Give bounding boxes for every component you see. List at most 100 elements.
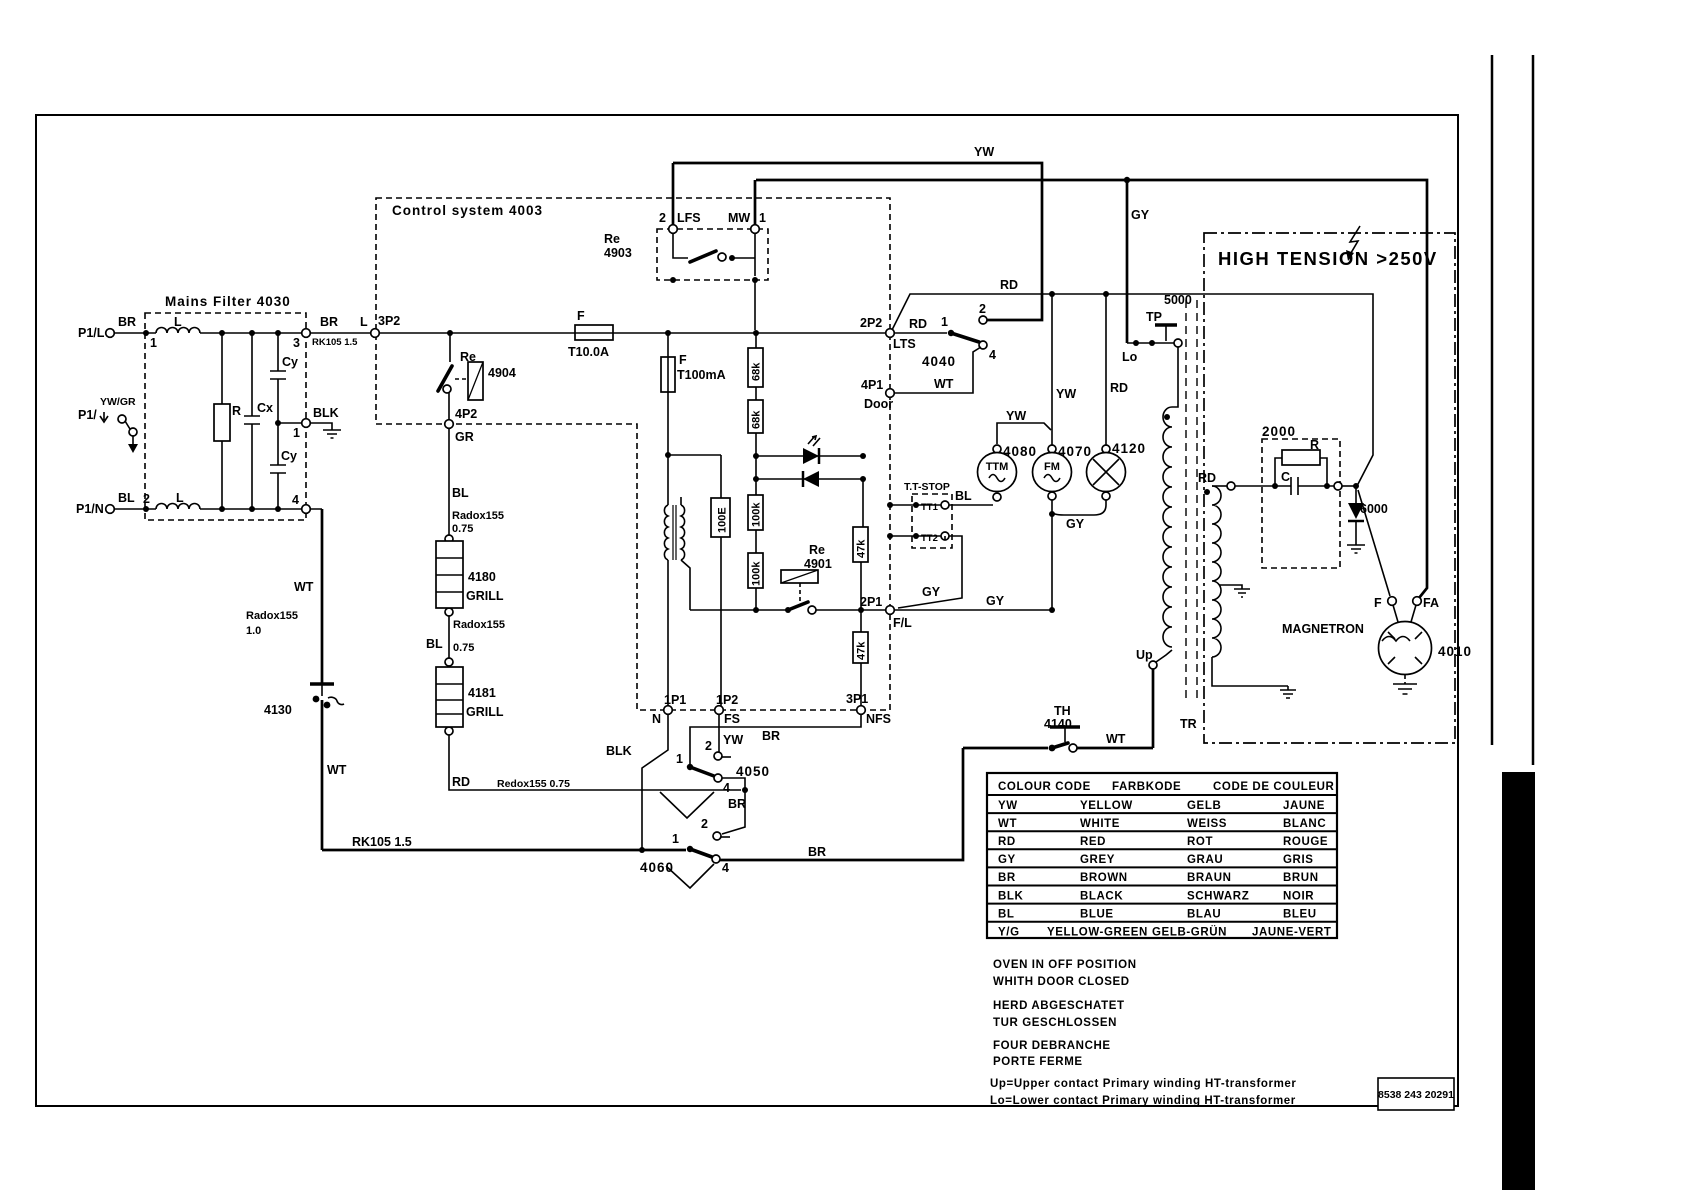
res-47k-1: 47k [856, 539, 868, 558]
color-table-cell: BROWN [1080, 872, 1128, 884]
diode6000-num: 6000 [1360, 502, 1388, 516]
conn-tt2: TT2 [921, 533, 938, 544]
wire-rd-lamp: RD [1110, 381, 1128, 395]
conn-2p1: 2P1 [860, 595, 882, 609]
pin-4-4050: 4 [723, 781, 730, 795]
tt-stop-title: T.T-STOP [904, 481, 950, 493]
wire-br-4050: BR [728, 797, 746, 811]
wire-wt-1: WT [294, 580, 314, 594]
wire-bl-grill2: BL [426, 637, 443, 651]
color-table-cell: YELLOW-GREEN [1047, 927, 1148, 939]
wire-blk: BLK [313, 406, 339, 420]
pin-2-4060: 2 [701, 817, 708, 831]
part-100e: 100E [717, 507, 729, 533]
door-switch-section: 2P2 RD LTS 1 2 4 4040 4P1 Door WT [860, 302, 996, 411]
block2000-r: R [1310, 438, 1319, 452]
table-header-3: CODE DE COULEUR [1213, 781, 1335, 793]
color-table-cell: JAUNE-VERT [1252, 927, 1331, 939]
color-table-cell: GELB [1187, 800, 1221, 812]
ttm-num: 4080 [1003, 444, 1037, 459]
conn-p1e: P1/ [78, 408, 97, 422]
pin-2-lfs: 2 [659, 211, 666, 225]
color-table-cell: GRIS [1283, 854, 1314, 866]
table-header-2: FARBKODE [1112, 781, 1181, 793]
wire-rd-top: RD [1000, 278, 1018, 292]
res-100k-1: 100k [751, 502, 763, 527]
wire-gy-2p1: GY [986, 594, 1005, 608]
pin-4-4060: 4 [722, 861, 729, 875]
color-table-cell: WT [998, 818, 1017, 830]
th-ref: TH [1054, 704, 1071, 718]
part-l3: L [360, 315, 368, 329]
fuse-main-ref: F [577, 309, 585, 323]
magnetron-label: MAGNETRON [1282, 622, 1364, 636]
grill-section: BL Radox155 0.75 4180 GRILL Radox155 BL … [246, 428, 741, 850]
diode-6000 [1348, 503, 1364, 519]
note-en-2: WHITH DOOR CLOSED [993, 976, 1130, 988]
led-diode [803, 448, 819, 464]
wire-yw-ttm: YW [1006, 409, 1026, 423]
pin-1: 1 [150, 336, 157, 350]
color-table-cell: RD [998, 836, 1016, 848]
res-68k-2: 68k [751, 410, 763, 429]
wire-wt-th: WT [1106, 732, 1126, 746]
conn-f: F [1374, 596, 1382, 610]
color-table-cell: BLACK [1080, 890, 1123, 902]
fm-num: 4070 [1058, 444, 1092, 459]
mains-filter-section: Mains Filter 4030 P1/L BR 1 L R Cx Cy Cy [76, 294, 370, 521]
color-table-cell: BLANC [1283, 818, 1326, 830]
cable-075-1: 0.75 [452, 523, 473, 535]
wire-rd-ht: RD [1198, 471, 1216, 485]
tt-stop-section: T.T-STOP TT1 TT2 BL GY 2P1 F/L [860, 481, 993, 630]
color-table-cell: WEISS [1187, 818, 1227, 830]
fm-symbol: FM [1044, 461, 1060, 473]
pin-1-4040: 1 [941, 315, 948, 329]
cable-rk105-2: RK105 1.5 [352, 835, 412, 849]
color-table-cell: JAUNE [1283, 800, 1325, 812]
grill1-label: GRILL [466, 589, 504, 603]
re4903-ref: Re [604, 232, 620, 246]
conn-tp: TP [1146, 310, 1162, 324]
conn-fs: FS [724, 712, 740, 726]
part-number: 8538 243 20291 [1378, 1089, 1454, 1101]
conn-3p2: 3P2 [378, 314, 400, 328]
pin-2-4050: 2 [705, 739, 712, 753]
sw4130-num: 4130 [264, 703, 292, 717]
color-table-cell: BLK [998, 890, 1024, 902]
conn-2p2: 2P2 [860, 316, 882, 330]
color-table-cell: ROT [1187, 836, 1213, 848]
wire-rd-lts: RD [909, 317, 927, 331]
pin-1-mw: 1 [759, 211, 766, 225]
interlock-switches-section: BLK YW BR 2 1 4050 4 BR 2 1 4060 4 BR RK… [322, 714, 965, 890]
wire-rd-grill: RD [452, 775, 470, 789]
high-tension-title: HIGH TENSION >250V [1218, 248, 1438, 269]
color-table-cell: BLUE [1080, 908, 1114, 920]
wire-gy-top: GY [1131, 208, 1150, 222]
ttm-symbol: TTM [986, 461, 1009, 473]
high-tension-section: HIGH TENSION >250V TP Lo 5000 RD TR [1122, 225, 1471, 744]
color-table-cell: YW [998, 800, 1018, 812]
conn-p1n: P1/N [76, 502, 104, 516]
part-cy2: Cy [281, 449, 297, 463]
motors-section: TTM FM 4080 4070 4120 YW YW RD GY GY [894, 294, 1145, 613]
color-table-cell: BLEU [1283, 908, 1317, 920]
conn-lo: Lo [1122, 350, 1138, 364]
color-table-cell: NOIR [1283, 890, 1314, 902]
block2000-num: 2000 [1262, 424, 1296, 439]
wire-bl-grill: BL [452, 486, 469, 500]
note-up-contact: Up=Upper contact Primary winding HT-tran… [990, 1078, 1297, 1090]
color-table-cell: BRUN [1283, 872, 1319, 884]
conn-1p2: 1P2 [716, 693, 738, 707]
part-cx: Cx [257, 401, 273, 415]
fuse-ctrl-value: T100mA [677, 368, 726, 382]
part-l2: L [176, 491, 184, 505]
part-cy: Cy [282, 355, 298, 369]
cable-radox-3: Radox155 [246, 610, 298, 622]
top-distribution-wires: YW GY RD [671, 145, 1429, 599]
color-table-cell: BL [998, 908, 1015, 920]
sw4040-num: 4040 [922, 354, 956, 369]
re4904-num: 4904 [488, 366, 516, 380]
wire-br-nfs: BR [762, 729, 780, 743]
